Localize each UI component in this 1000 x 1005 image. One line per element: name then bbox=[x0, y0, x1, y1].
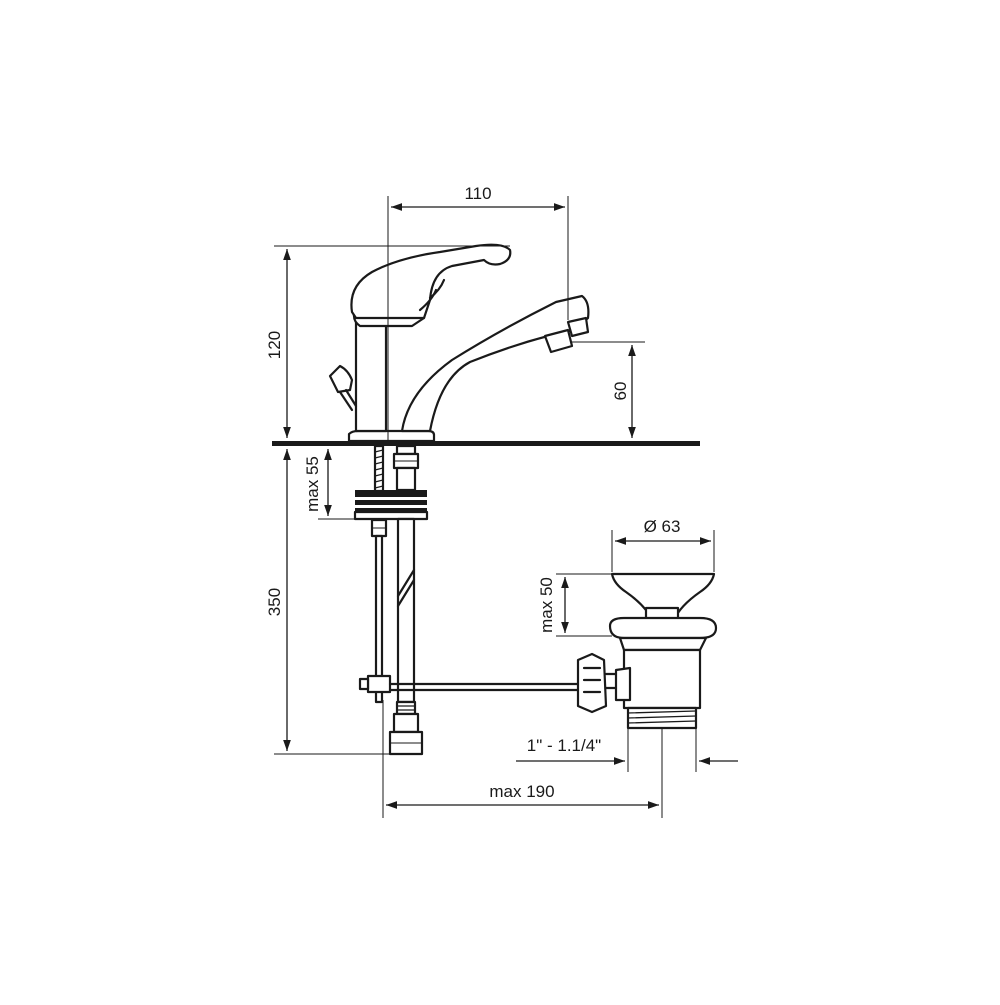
dimension-110-label: 110 bbox=[464, 184, 491, 203]
rod-clamp bbox=[358, 674, 582, 694]
dimension-120-label: 120 bbox=[265, 331, 284, 359]
dimension-max-190: max 190 bbox=[382, 700, 663, 818]
dimension-max-55: max 55 bbox=[303, 449, 356, 520]
dimension-diameter-63-label: Ø 63 bbox=[644, 517, 681, 536]
dimension-350-label: 350 bbox=[265, 588, 284, 616]
dimension-60-label: 60 bbox=[611, 382, 630, 401]
threaded-rod bbox=[373, 444, 385, 493]
pop-up-rod bbox=[374, 534, 384, 704]
dimension-110: 110 bbox=[387, 184, 569, 441]
waste-assembly bbox=[576, 572, 718, 730]
dimension-max-50: max 50 bbox=[537, 573, 612, 637]
mounting-washers bbox=[353, 490, 429, 521]
faucet-body bbox=[328, 243, 590, 443]
dimension-60: 60 bbox=[570, 341, 645, 438]
countertop-line bbox=[272, 441, 700, 446]
supply-connector-top bbox=[392, 444, 420, 492]
dimension-max-190-label: max 190 bbox=[489, 782, 554, 801]
supply-connector-bottom bbox=[388, 700, 424, 756]
mounting-assembly bbox=[353, 444, 582, 756]
supply-hose bbox=[396, 517, 416, 704]
dimension-120: 120 bbox=[265, 245, 510, 438]
dimension-max-50-label: max 50 bbox=[537, 577, 556, 633]
dimension-diameter-63: Ø 63 bbox=[611, 517, 715, 572]
dimension-350: 350 bbox=[265, 449, 420, 755]
dimension-max-55-label: max 55 bbox=[303, 456, 322, 512]
dimension-thread-label: 1" - 1.1/4" bbox=[527, 736, 601, 755]
dimension-thread: 1" - 1.1/4" bbox=[516, 728, 738, 772]
rod-nut bbox=[370, 518, 388, 538]
